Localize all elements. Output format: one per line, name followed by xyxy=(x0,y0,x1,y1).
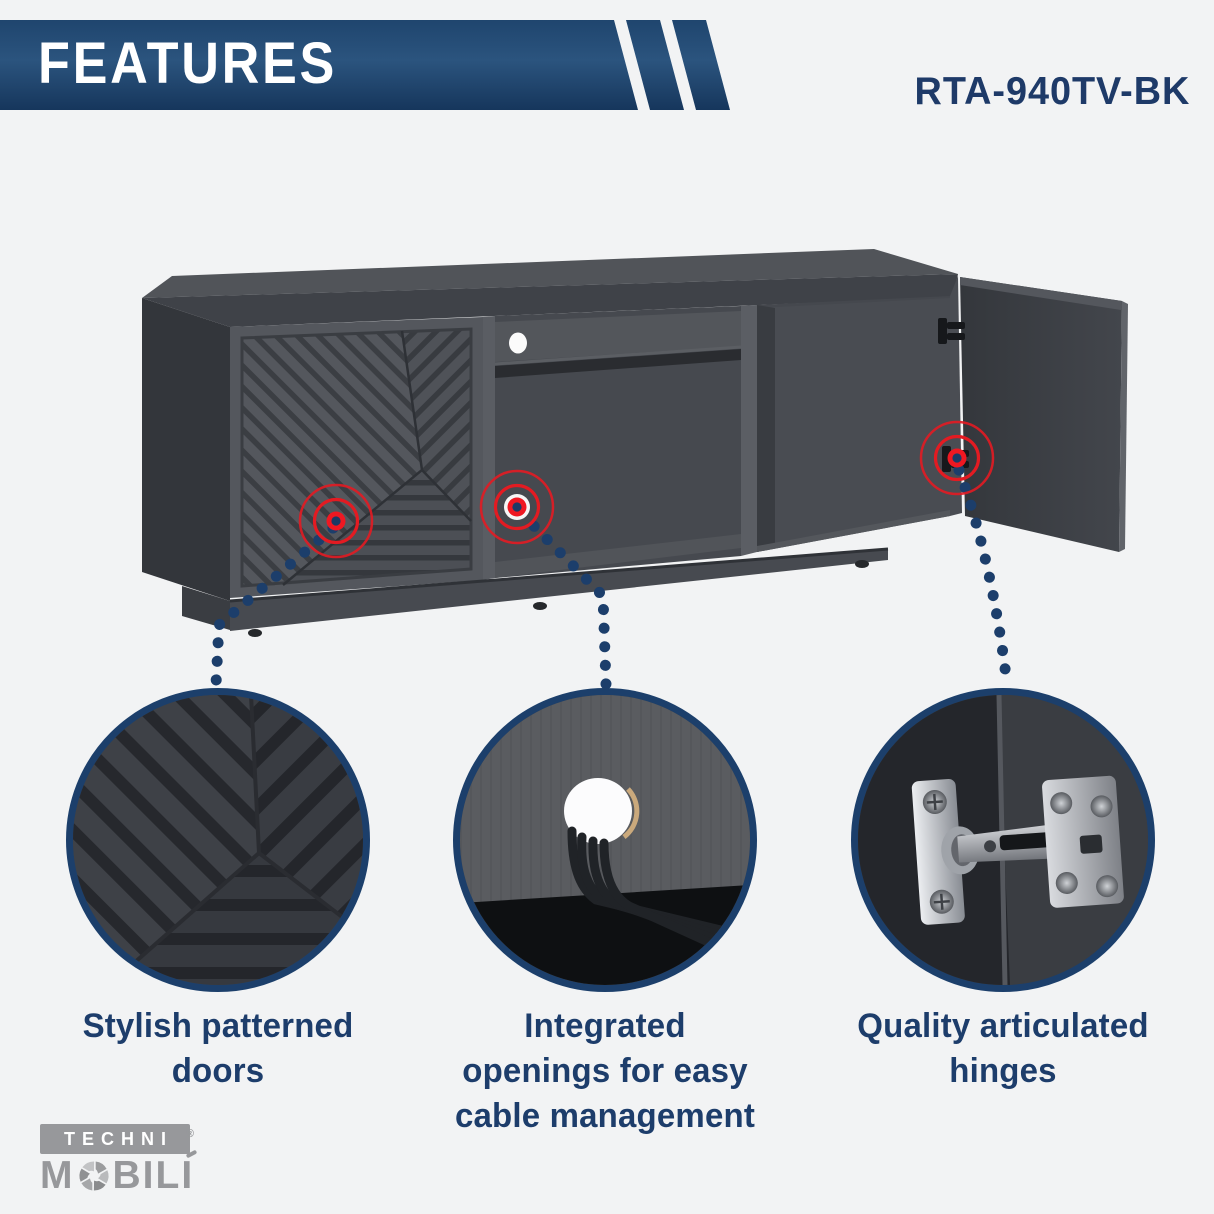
leader-line-doors xyxy=(210,522,339,690)
cable-hole xyxy=(564,778,632,844)
caption-line: Integrated xyxy=(524,1007,686,1045)
product-code: RTA-940TV-BK xyxy=(914,70,1190,113)
hinge-top-icon xyxy=(938,318,965,344)
logo-letter-m: M xyxy=(40,1154,75,1197)
callout-circle-cable xyxy=(453,688,757,992)
caption-line: cable management xyxy=(454,1097,756,1135)
hinge-hardware xyxy=(911,775,1124,925)
door-pattern-marker xyxy=(298,483,374,559)
door-pattern-detail xyxy=(73,695,363,985)
header-banner xyxy=(0,20,730,110)
logo-wordmark: M BIL I xyxy=(40,1149,260,1197)
hinge-marker xyxy=(919,420,995,496)
caption-line: Stylish patterned xyxy=(82,1007,354,1045)
feature-markers xyxy=(298,420,995,559)
page-title: FEATURES xyxy=(38,31,338,96)
banner-stripe-1 xyxy=(626,20,684,110)
cables xyxy=(567,826,750,966)
cabinet-body xyxy=(142,249,1128,637)
callout-circle-doors xyxy=(66,688,370,992)
caption-line: Quality articulated xyxy=(857,1007,1149,1045)
banner-bar xyxy=(0,20,638,110)
banner-stripe-2 xyxy=(672,20,730,110)
registered-mark: ® xyxy=(185,1128,201,1140)
logo-badge: TECHNI ® xyxy=(40,1124,194,1154)
logo-letters-bil: BIL xyxy=(112,1154,182,1197)
caption-articulated-hinges: Quality articulated hinges xyxy=(809,1004,1197,1094)
caption-line: hinges xyxy=(949,1052,1057,1090)
camera-shutter-icon xyxy=(78,1161,109,1191)
cable-opening-detail xyxy=(460,695,750,985)
logo-letter-i: I xyxy=(181,1149,198,1196)
caption-line: openings for easy xyxy=(462,1052,748,1090)
caption-line: doors xyxy=(171,1052,265,1090)
cabinet-floor xyxy=(460,885,750,985)
cable-hole-marker xyxy=(479,469,555,545)
logo-badge-text: TECHNI xyxy=(64,1129,173,1149)
middle-shelf-section xyxy=(494,306,742,578)
leader-line-cable xyxy=(515,507,612,690)
callout-circle-hinge xyxy=(851,688,1155,992)
cable-hole-top xyxy=(509,332,527,354)
patterned-door xyxy=(230,317,483,598)
right-compartment xyxy=(757,296,950,552)
techni-mobili-logo: TECHNI ® M BIL I xyxy=(40,1124,260,1196)
caption-cable-openings: Integrated openings for easy cable manag… xyxy=(411,1004,799,1139)
open-door xyxy=(960,277,1128,552)
hinge-detail xyxy=(858,695,1148,985)
plinth-base xyxy=(182,547,889,637)
caption-patterned-doors: Stylish patterned doors xyxy=(24,1004,412,1094)
